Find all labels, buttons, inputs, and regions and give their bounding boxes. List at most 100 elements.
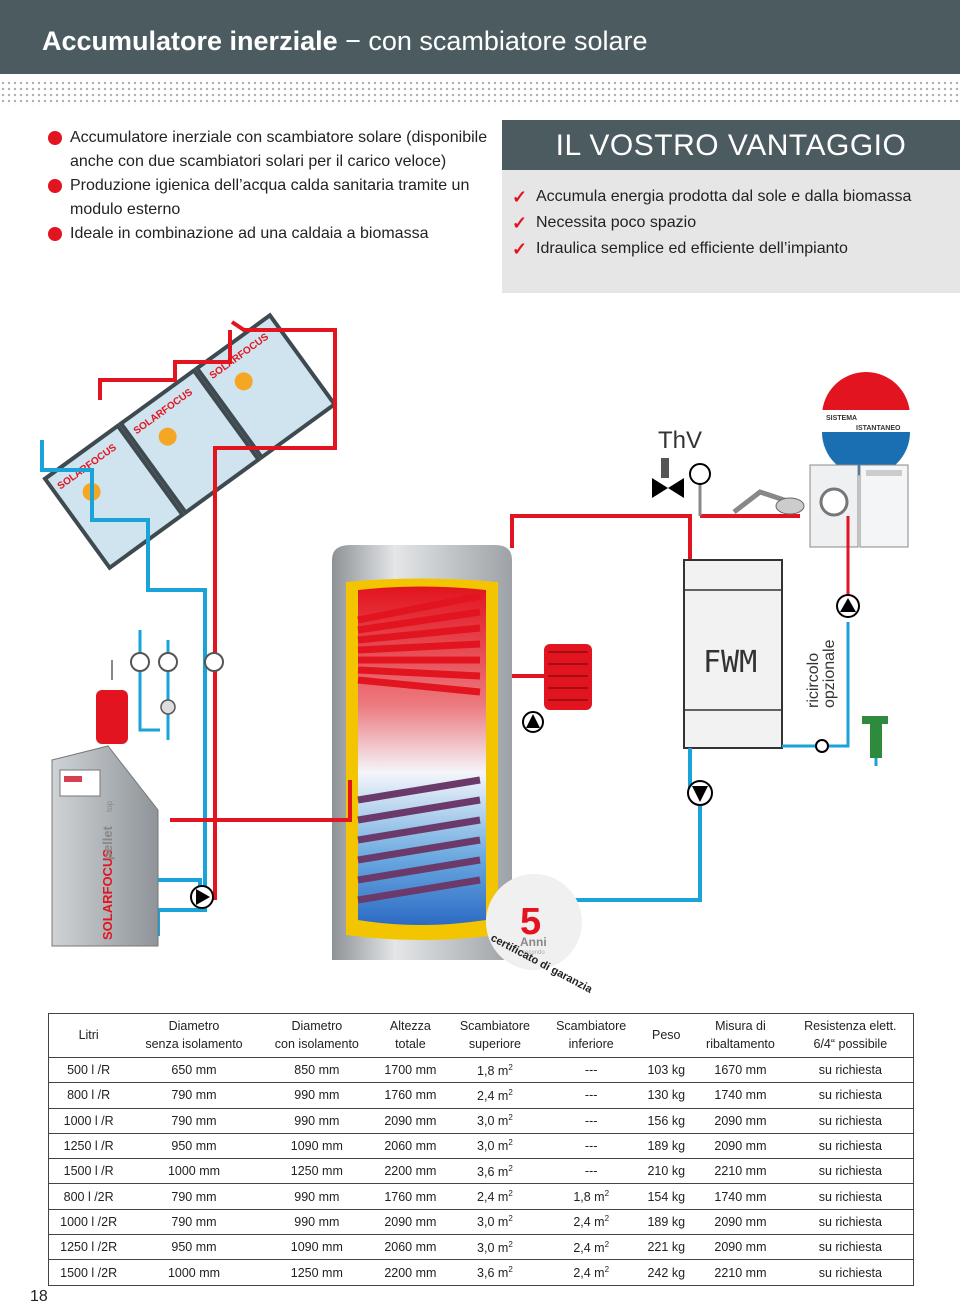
heat-exchanger-coil	[357, 592, 481, 696]
ricircolo-label: ricircolo	[805, 653, 822, 708]
table-cell: 1700 mm	[373, 1056, 447, 1083]
advantage-list: ✓ Accumula energia prodotta dal sole e da…	[502, 170, 960, 262]
table-cell: ---	[543, 1056, 640, 1083]
table-cell: 2090 mm	[693, 1208, 788, 1235]
table-cell: 221 kg	[639, 1234, 694, 1260]
warranty-anni: Anni	[520, 935, 547, 949]
table-cell: 2210 mm	[693, 1158, 788, 1184]
solar-exchanger-coil	[357, 776, 481, 904]
table-cell: 3,0 m2	[446, 1132, 544, 1159]
table-cell: 800 l /2R	[48, 1183, 129, 1210]
radiator	[512, 644, 592, 733]
page-header: Accumulatore inerziale − con scambiatore…	[0, 0, 960, 74]
heating-pump-icon	[526, 714, 540, 728]
table-cell: 1740 mm	[693, 1183, 788, 1210]
table-cell: 1500 l /R	[48, 1158, 129, 1184]
table-cell: 1670 mm	[693, 1056, 788, 1083]
table-cell: 1250 mm	[259, 1259, 374, 1286]
bullet-icon	[48, 227, 62, 241]
table-cell: 650 mm	[128, 1056, 260, 1083]
advantage-item: ✓ Necessita poco spazio	[512, 210, 960, 236]
fwm-label: FWM	[703, 645, 757, 680]
table-cell: 1760 mm	[373, 1183, 447, 1210]
buffer-tank	[332, 545, 512, 960]
table-cell: 990 mm	[259, 1107, 374, 1134]
table-cell: 3,0 m2	[446, 1208, 544, 1235]
sun-logo-icon	[158, 427, 177, 446]
dotted-divider	[0, 80, 960, 106]
table-cell: 800 l /R	[48, 1082, 129, 1109]
table-cell: su richiesta	[787, 1158, 914, 1184]
advantage-text: Necessita poco spazio	[536, 214, 697, 231]
table-cell: su richiesta	[787, 1183, 914, 1210]
feature-text: Accumulatore inerziale con scambiatore s…	[70, 129, 488, 170]
table-cell: 2060 mm	[373, 1234, 447, 1260]
table-cell: 242 kg	[639, 1259, 694, 1286]
table-cell: ---	[543, 1132, 640, 1159]
table-cell: 3,0 m2	[446, 1107, 544, 1134]
advantage-text: Accumula energia prodotta dal sole e dal…	[536, 188, 912, 205]
title-bold: Accumulatore inerziale	[42, 26, 338, 56]
table-cell: 1000 l /R	[48, 1107, 129, 1134]
check-valve-icon	[815, 739, 829, 753]
hot-water-pipe	[510, 514, 692, 560]
table-cell: 210 kg	[639, 1158, 694, 1184]
check-icon: ✓	[512, 187, 528, 207]
thermostatic-valve-icon	[652, 458, 711, 498]
table-cell: 189 kg	[639, 1132, 694, 1159]
table-cell: su richiesta	[787, 1056, 914, 1083]
warranty-badge: 5 Anni secondo certificato di garanzia	[486, 874, 595, 996]
expansion-vessel	[96, 690, 128, 744]
table-cell: 1740 mm	[693, 1082, 788, 1109]
pressure-gauge-icon	[130, 652, 150, 672]
shower-icon	[732, 489, 805, 515]
table-cell: 790 mm	[128, 1107, 260, 1134]
solar-station	[96, 630, 224, 744]
table-cell: 2210 mm	[693, 1259, 788, 1286]
sun-logo-icon	[234, 372, 253, 391]
table-cell: 1000 mm	[128, 1259, 260, 1286]
title-rest: − con scambiatore solare	[337, 26, 648, 56]
temperature-gauge-icon	[158, 652, 178, 672]
table-cell: su richiesta	[787, 1082, 914, 1109]
advantage-item: ✓Idraulica semplice ed efficiente dell’i…	[512, 236, 960, 262]
feature-list: Accumulatore inerziale con scambiatore s…	[48, 126, 488, 246]
column-header: Peso	[652, 1028, 681, 1042]
table-cell: su richiesta	[787, 1208, 914, 1235]
table-cell: 1090 mm	[259, 1132, 374, 1159]
fwm-module: FWM	[683, 559, 783, 749]
table-cell: 2,4 m2	[543, 1208, 640, 1235]
table-cell: 1090 mm	[259, 1234, 374, 1260]
table-cell: 2,4 m2	[543, 1234, 640, 1260]
table-cell: 790 mm	[128, 1183, 260, 1210]
dishwasher-icon	[859, 464, 909, 548]
sistema-istantaneo-badge: SISTEMA ISTANTANEO	[822, 372, 910, 476]
table-cell: 156 kg	[639, 1107, 694, 1134]
bullet-icon	[48, 131, 62, 145]
system-diagram: SOLARFOCUS SOLARFOCUS SOLARFOCUS	[40, 312, 910, 996]
table-cell: 1500 l /2R	[48, 1259, 129, 1286]
recirculation-pipe	[782, 622, 850, 748]
table-cell: 850 mm	[259, 1056, 374, 1083]
table-cell: 2090 mm	[373, 1208, 447, 1235]
table-cell: ---	[543, 1082, 640, 1109]
table-cell: 2060 mm	[373, 1132, 447, 1159]
table-cell: 2,4 m2	[543, 1259, 640, 1286]
advantage-title: IL VOSTRO VANTAGGIO	[502, 120, 960, 170]
table-cell: 2200 mm	[373, 1259, 447, 1286]
column-header: Resistenza elett.6/4“ possibile	[804, 1019, 897, 1051]
check-icon: ✓	[512, 239, 528, 259]
check-icon: ✓	[512, 213, 528, 233]
table-cell: 950 mm	[128, 1132, 260, 1159]
advantage-item: ✓ Accumula energia prodotta dal sole e da…	[512, 184, 960, 210]
